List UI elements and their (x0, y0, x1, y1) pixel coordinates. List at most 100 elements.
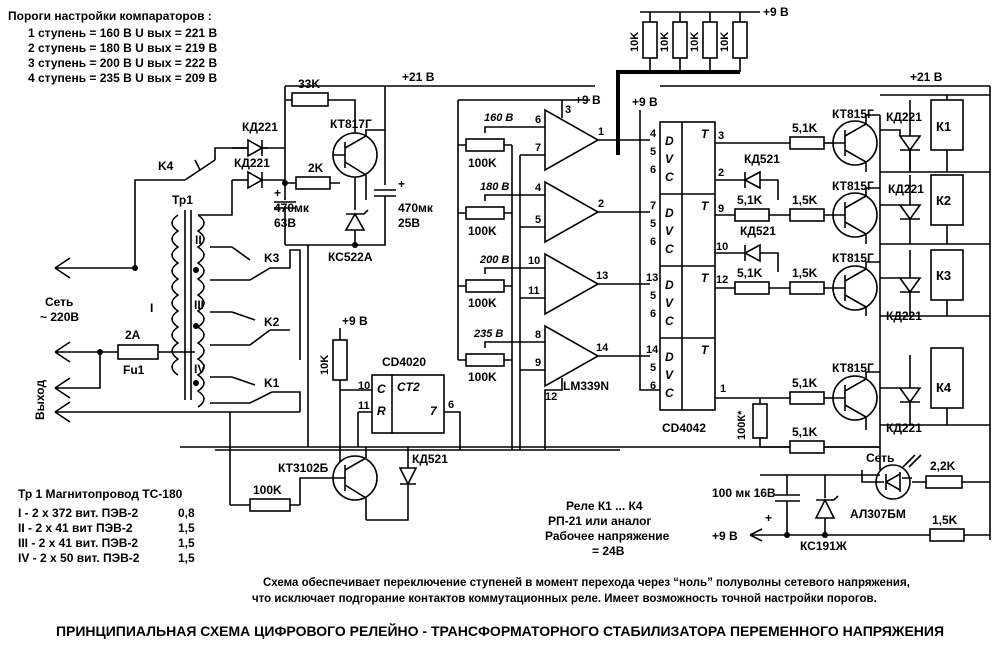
zener-diode (344, 212, 366, 231)
relay-note: Реле К1 ... К4 РП-21 или аналог Рабочее … (545, 499, 670, 558)
relay-k1-label: К1 (936, 119, 951, 134)
winding-label: II (195, 233, 202, 247)
pin-r-label: R (377, 404, 386, 418)
al307-label: АЛ307БМ (850, 507, 906, 521)
trimmer-resistor (465, 138, 505, 152)
v160-label: 160 В (484, 112, 513, 124)
plus9v-label-regulator: +9 В (712, 529, 738, 543)
kd221-label: КД221 (886, 421, 922, 435)
pin-number: 6 (448, 399, 454, 411)
pin-number: 14 (646, 344, 659, 356)
spec-winding: III - 2 х 41 вит. ПЭВ-2 (18, 536, 138, 550)
resistor (642, 21, 658, 59)
tr1-label: Тр1 (172, 193, 193, 207)
r10k-label: 10K (719, 32, 731, 52)
resistor-5-1k (789, 136, 825, 150)
pin-v-label: V (665, 368, 674, 382)
relay-k3-label: К3 (936, 268, 951, 283)
pin-number: 11 (528, 285, 540, 297)
winding-label: I (150, 301, 153, 315)
resistor-5-1k (734, 208, 770, 222)
pin-t-label: T (701, 127, 710, 141)
r10k-label: 10K (689, 32, 701, 52)
kd221-label: КД221 (886, 309, 922, 323)
schematic-caption: ПРИНЦИПИАЛЬНАЯ СХЕМА ЦИФРОВОГО РЕЛЕЙНО -… (56, 622, 944, 639)
kt815-label: КТ815Г (832, 251, 874, 265)
mains-label: Сеть (45, 295, 73, 309)
resistor (672, 21, 688, 59)
output-label: Выход (33, 380, 47, 420)
comparator (544, 324, 600, 388)
description-line: Схема обеспечивает переключение ступеней… (263, 577, 910, 589)
k1-contact-label: K1 (264, 376, 280, 390)
pin-t-label: T (701, 343, 710, 357)
v180-label: 180 В (480, 181, 509, 193)
threshold-trimmers: 160 В 100K 180 В 100K 200 В 100K 235 В 1… (457, 100, 530, 450)
r15k-label: 1,5K (792, 266, 818, 280)
diode (898, 204, 922, 221)
pin-number: 5 (650, 218, 656, 230)
r15k-label: 1,5K (932, 513, 958, 527)
r100k-label: 100K (253, 483, 282, 497)
r33k-label: 33K (298, 77, 320, 91)
counter-cd4020-section: +9 В 10K CD4020 C CT2 R 7 10 11 6 КТ3102… (229, 314, 461, 521)
pin-number: 2 (598, 198, 604, 210)
pin-number: 9 (535, 357, 541, 369)
r22k-label: 2,2K (930, 459, 956, 473)
pin-number: 12 (716, 274, 728, 286)
comparator (544, 108, 600, 172)
threshold-row: 2 ступень = 180 В U вых = 219 В (28, 41, 217, 55)
resistor-2k (295, 176, 331, 190)
pin-7-label: 7 (430, 404, 438, 418)
pin-number: 4 (535, 182, 542, 194)
resistor-1-5k (789, 208, 825, 222)
kt817-label: КТ817Г (330, 117, 372, 131)
resistor (732, 21, 748, 59)
kd521-label: КД521 (744, 152, 780, 166)
resistor-5-1k (789, 391, 825, 405)
description-block: Схема обеспечивает переключение ступеней… (252, 577, 910, 605)
pullup-resistor-array: 10K 10K 10K 10K (629, 12, 748, 72)
pin-number: 3 (565, 104, 571, 116)
c470-63-value: 470мк (274, 201, 310, 215)
plus-sign: + (765, 511, 772, 525)
pin-number: 6 (535, 114, 541, 126)
kd221-label: КД221 (234, 156, 270, 170)
r51k-label: 5,1K (737, 266, 763, 280)
kd221-label: КД221 (888, 182, 924, 196)
pin-c-label: C (377, 382, 386, 396)
resistor-1-5k (929, 528, 965, 542)
diode (247, 170, 264, 190)
pin-number: 4 (650, 128, 657, 140)
plus21v-label: +21 В (402, 70, 435, 84)
resistor-5-1k (789, 440, 825, 454)
pin-number: 6 (650, 236, 656, 248)
plus9v-label-top: +9 В (763, 5, 789, 19)
v200-label: 200 В (479, 254, 509, 266)
r10k-label: 10K (659, 32, 671, 52)
resistor (702, 21, 718, 59)
relay-coils: КД221 К1 КД221 К2 КД221 К3 КД221 К4 (880, 86, 991, 540)
threshold-row: 4 ступень = 235 В U вых = 209 В (28, 71, 217, 85)
pin-number: 3 (718, 130, 724, 142)
relay-note-line: Рабочее напряжение (545, 529, 670, 543)
ks522-label: КС522А (328, 250, 373, 264)
pin-number: 5 (535, 214, 541, 226)
mains-voltage: ~ 220В (40, 310, 79, 324)
spec-winding: II - 2 х 41 вит ПЭВ-2 (18, 521, 133, 535)
relay-contact-k4: K4 (158, 147, 268, 181)
comparator-lm339: 6 7 4 5 10 11 8 9 3 12 1 2 13 14 LM339N (519, 100, 650, 450)
comparator (544, 180, 600, 244)
resistor-5-1k (734, 281, 770, 295)
k4-contact-label: K4 (158, 159, 174, 173)
diode (247, 138, 264, 158)
r51k-label: 5,1K (792, 121, 818, 135)
r10k-label: 10K (629, 32, 641, 52)
resistor-100k-star (752, 403, 768, 439)
pin-number: 14 (596, 342, 609, 354)
indicator-and-regulator: Сеть АЛ307БМ 2,2K + 100 мк 16В КС191Ж +9… (712, 451, 990, 553)
diode (898, 277, 922, 294)
ks191-label: КС191Ж (800, 539, 847, 553)
r100k-label: 100K (468, 156, 497, 170)
